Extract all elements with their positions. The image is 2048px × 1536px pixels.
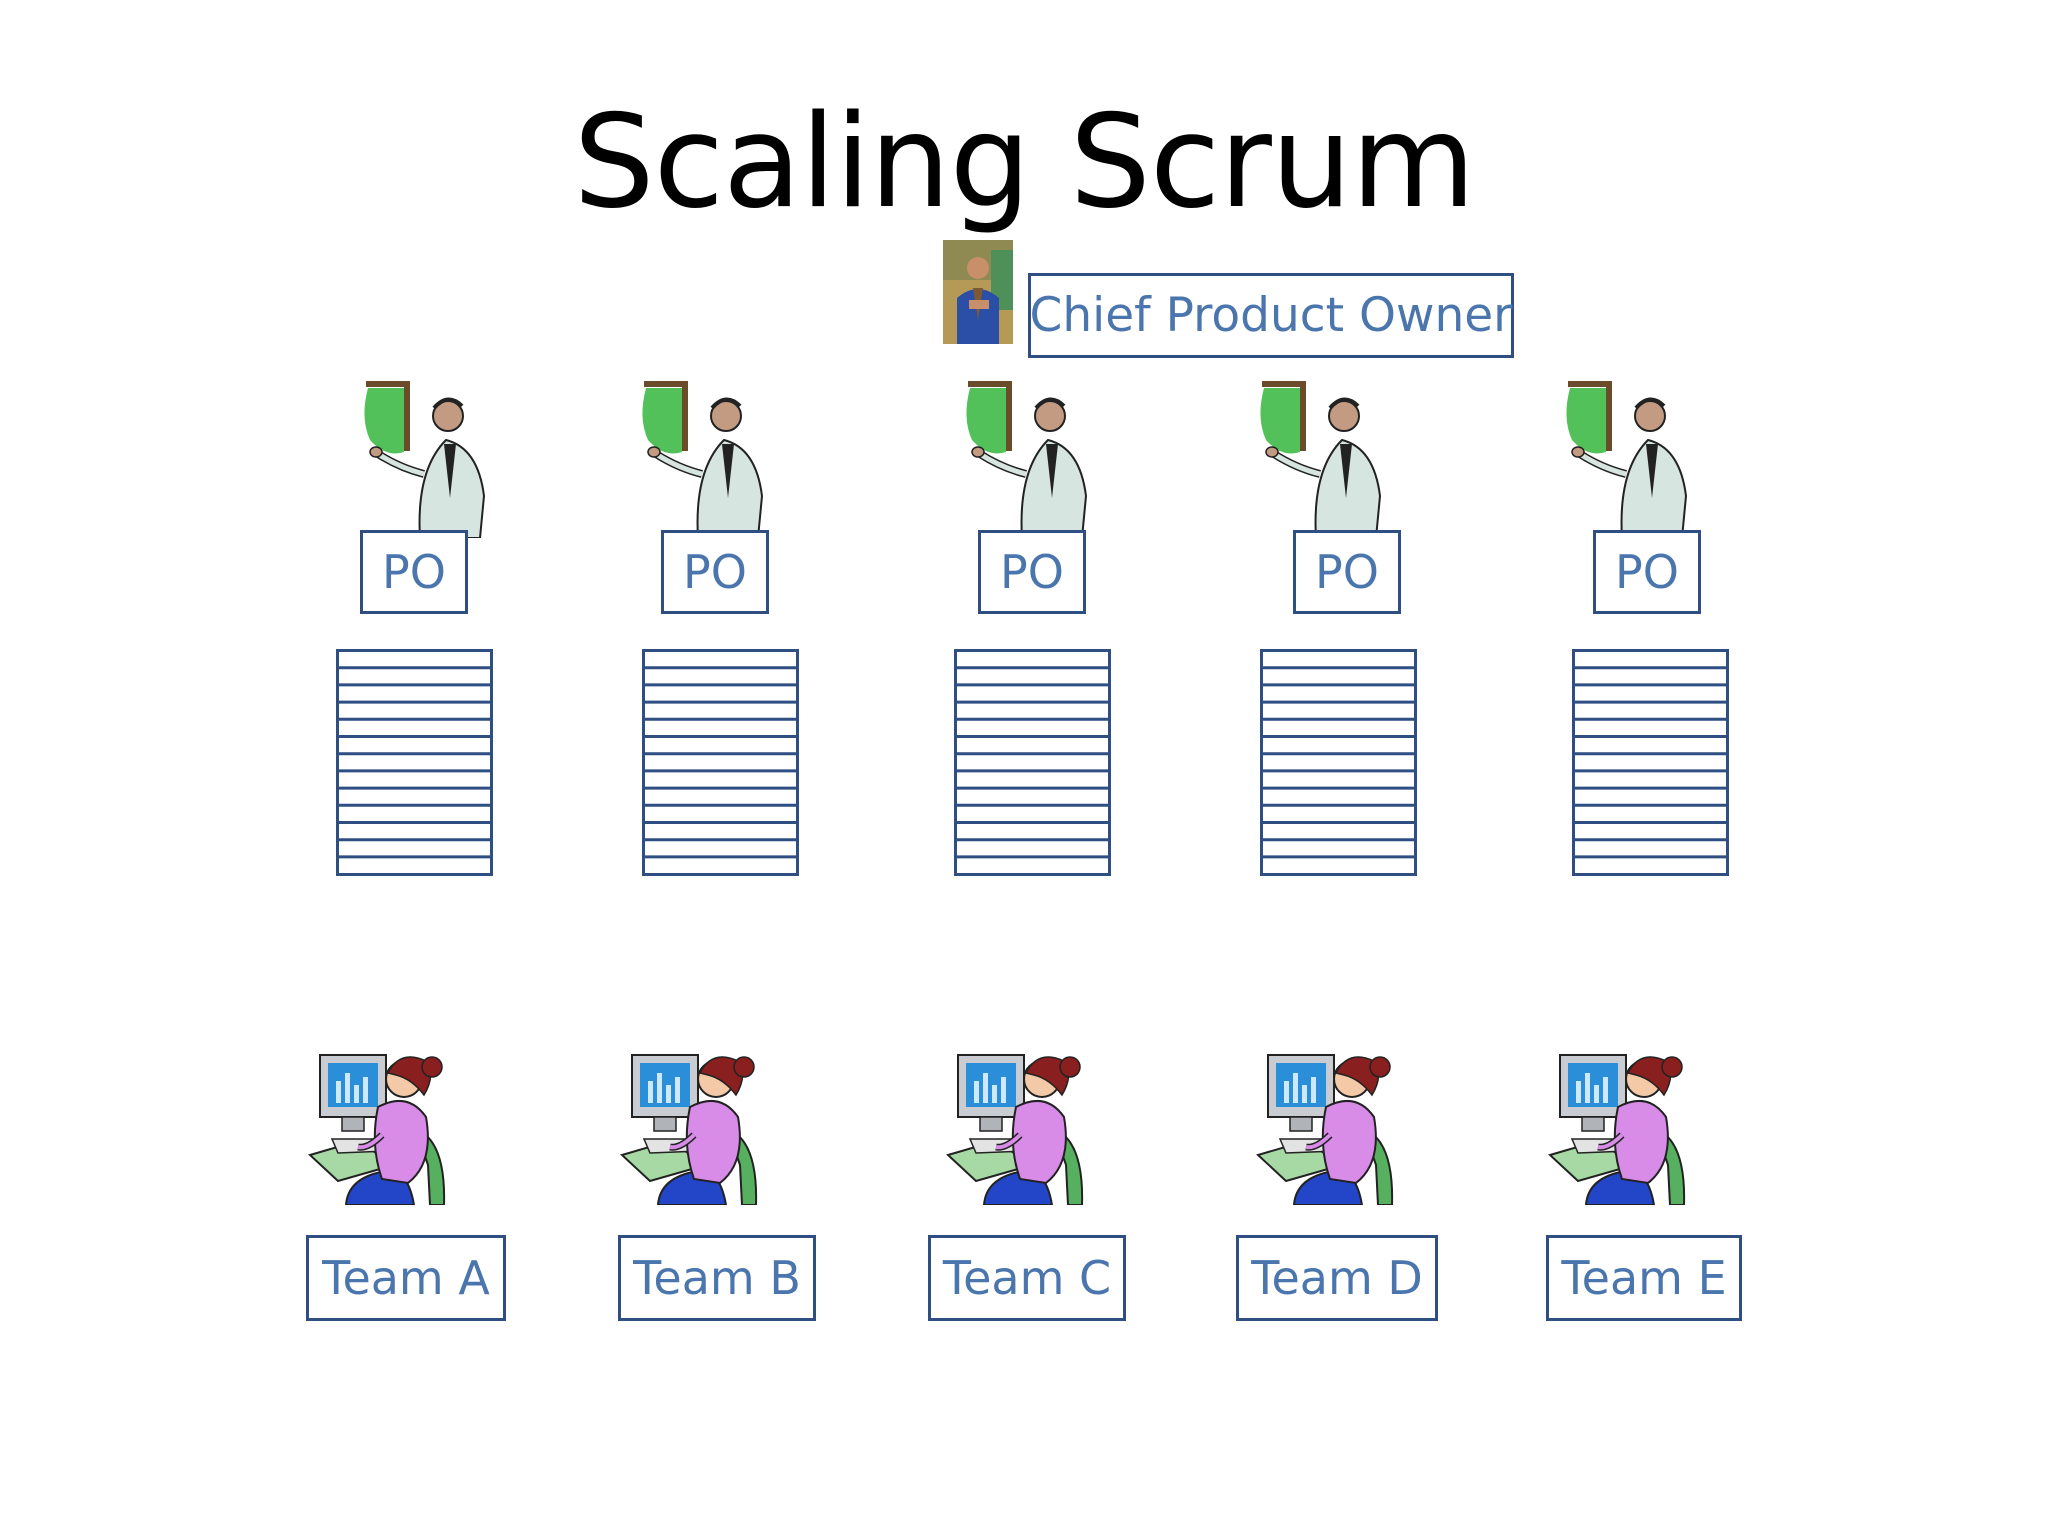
po-box-5: PO bbox=[1593, 530, 1701, 614]
chief-product-owner-photo-icon bbox=[943, 240, 1013, 344]
presenter-at-board-icon bbox=[1260, 381, 1381, 538]
product-backlog-icon bbox=[336, 649, 493, 876]
team-label: Team D bbox=[1251, 1251, 1423, 1305]
slide-title: Scaling Scrum bbox=[573, 88, 1475, 237]
product-backlog-icon bbox=[1572, 649, 1729, 876]
product-backlog-icon bbox=[1260, 649, 1417, 876]
po-label: PO bbox=[1000, 545, 1064, 599]
team-box-c: Team C bbox=[928, 1235, 1126, 1321]
presenter-at-board-icon bbox=[364, 381, 485, 538]
chief-product-owner-box: Chief Product Owner bbox=[1028, 273, 1514, 358]
team-label: Team B bbox=[633, 1251, 801, 1305]
po-box-3: PO bbox=[978, 530, 1086, 614]
chief-product-owner-label: Chief Product Owner bbox=[1029, 288, 1513, 343]
presenter-at-board-icon bbox=[1566, 381, 1687, 538]
team-label: Team C bbox=[942, 1251, 1112, 1305]
po-label: PO bbox=[382, 545, 446, 599]
po-label: PO bbox=[1315, 545, 1379, 599]
team-box-e: Team E bbox=[1546, 1235, 1742, 1321]
person-at-computer-icon bbox=[1256, 1054, 1394, 1205]
team-box-d: Team D bbox=[1236, 1235, 1438, 1321]
team-box-b: Team B bbox=[618, 1235, 816, 1321]
product-backlog-icon bbox=[954, 649, 1111, 876]
po-box-2: PO bbox=[661, 530, 769, 614]
person-at-computer-icon bbox=[1548, 1054, 1686, 1205]
person-at-computer-icon bbox=[620, 1054, 758, 1205]
team-box-a: Team A bbox=[306, 1235, 506, 1321]
po-box-4: PO bbox=[1293, 530, 1401, 614]
presenter-at-board-icon bbox=[642, 381, 763, 538]
team-label: Team A bbox=[322, 1251, 490, 1305]
person-at-computer-icon bbox=[308, 1054, 446, 1205]
team-label: Team E bbox=[1561, 1251, 1727, 1305]
presenter-at-board-icon bbox=[966, 381, 1087, 538]
po-label: PO bbox=[683, 545, 747, 599]
po-label: PO bbox=[1615, 545, 1679, 599]
person-at-computer-icon bbox=[946, 1054, 1084, 1205]
product-backlog-icon bbox=[642, 649, 799, 876]
po-box-1: PO bbox=[360, 530, 468, 614]
